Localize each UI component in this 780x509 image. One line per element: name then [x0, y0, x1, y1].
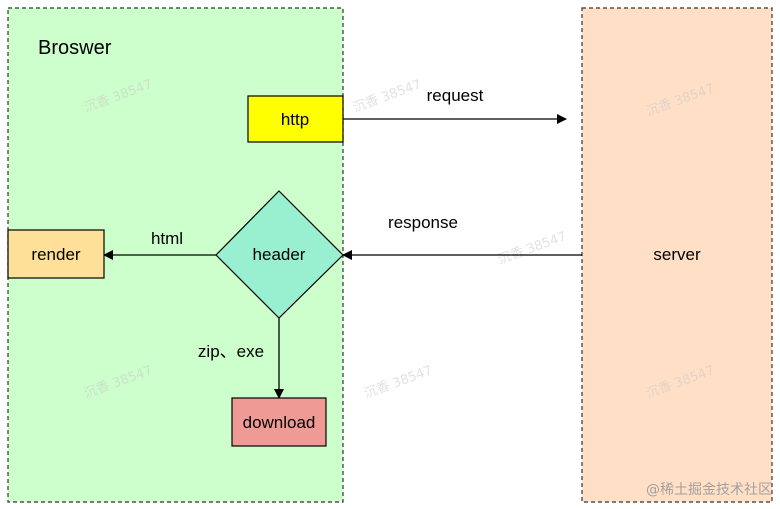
server-label: server	[653, 245, 701, 264]
server-container	[581, 7, 773, 503]
browser-title: Broswer	[38, 37, 112, 59]
html-label: html	[151, 229, 183, 248]
download-label: download	[243, 413, 316, 432]
header-node	[215, 190, 344, 319]
render-label: render	[31, 245, 80, 264]
zip-exe-label: zip、exe	[198, 342, 264, 361]
watermark-text: 沉香 38547	[496, 229, 568, 268]
footer-watermark: @稀土掘金技术社区	[646, 482, 772, 498]
request-label: request	[427, 86, 484, 105]
render-node	[7, 229, 105, 279]
download-node	[231, 397, 327, 447]
response-label: response	[388, 213, 458, 232]
watermark-text: 沉香 38547	[351, 77, 423, 116]
http-label: http	[281, 110, 309, 129]
http-node	[247, 95, 344, 143]
header-label: header	[253, 245, 306, 264]
watermark-text: 沉香 38547	[362, 363, 434, 402]
